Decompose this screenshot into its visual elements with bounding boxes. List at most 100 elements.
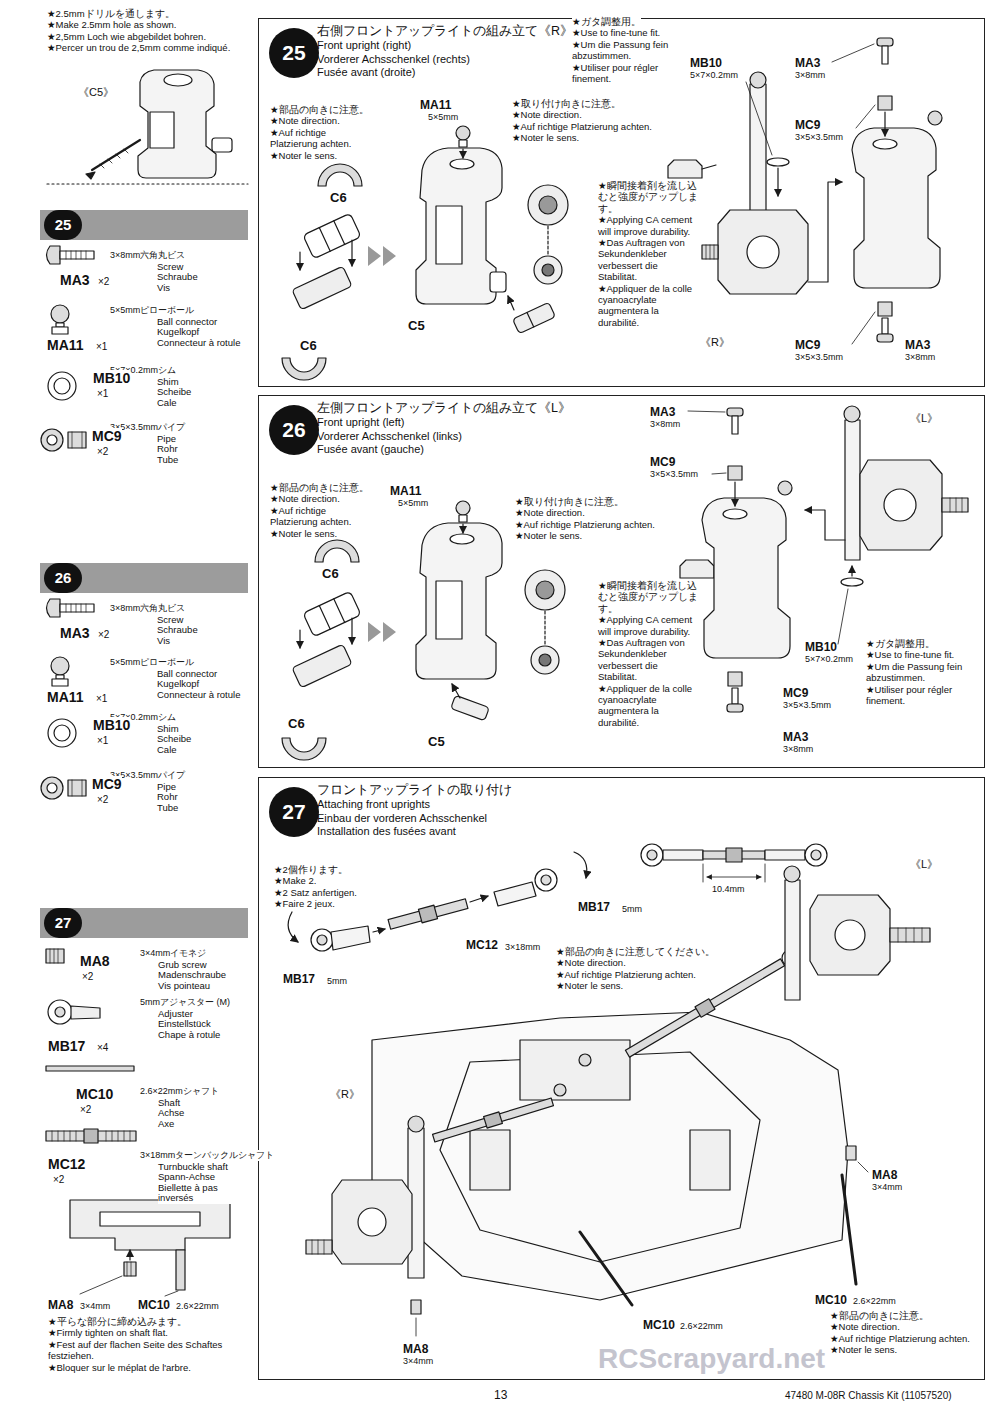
part-name: Scheibe: [157, 734, 191, 744]
part-size: 3×8mm: [650, 419, 680, 430]
note-text: ★Um die Passung fein abzustimmen.: [572, 39, 684, 62]
part-code: MA8: [80, 953, 110, 970]
part-size: 3×18mm: [505, 942, 540, 953]
part-name: Grub screw: [158, 960, 207, 970]
part-spec: 3×18mmターンバックルシャフト: [140, 1150, 274, 1161]
note-text: ★Faire 2 jeux.: [274, 898, 335, 909]
part-size: 5×5mm: [428, 112, 458, 123]
parts-list-bar: 26: [40, 563, 248, 593]
note-text: ★瞬間接着剤を流し込むと強度がアップします。: [598, 580, 698, 614]
part-size: 3×8mm: [905, 352, 935, 363]
part-name: Vis: [157, 283, 170, 293]
step-number: 26: [269, 405, 319, 455]
part-spec: 3×8mm六角丸ビス: [110, 250, 185, 261]
note-text: ★Applying CA cement will improve durabil…: [598, 214, 698, 237]
part-code: MA3: [783, 730, 808, 744]
part-name: Screw: [157, 262, 183, 272]
watermark: RCScrapyard.net: [598, 1342, 825, 1376]
note-text: ★Noter le sens.: [556, 980, 623, 991]
note-text: ★Use to fine-tune fit.: [572, 27, 660, 38]
part-label: 《L》: [910, 858, 938, 871]
part-size: 3×4mm: [403, 1356, 433, 1367]
quantity: ×2: [82, 971, 93, 983]
step-heading: Front upright (left): [317, 416, 571, 430]
step-number: 25: [269, 28, 319, 78]
part-spec: 3×8mm六角丸ビス: [110, 603, 185, 614]
note-text: ★Bloquer sur le méplat de l'arbre.: [48, 1362, 191, 1373]
part-name: Schraube: [157, 625, 198, 635]
part-name: Kugelkopf: [157, 327, 199, 337]
part-name: Tube: [157, 803, 178, 813]
step-number: 27: [269, 787, 319, 837]
part-code: MA3: [795, 56, 820, 70]
part-code: MB10: [93, 370, 130, 387]
note-text: ★Auf richtige Platzierung achten.: [556, 969, 696, 980]
note-text: ★Make 2.5mm hole as shown.: [47, 19, 176, 30]
quantity: ×2: [53, 1174, 64, 1186]
kit-code: 47480 M-08R Chassis Kit (11057520): [785, 1390, 952, 1402]
note-text: ★Utiliser pour régler finement.: [572, 62, 684, 85]
part-name: Scheibe: [157, 387, 191, 397]
part-code: MC9: [795, 118, 820, 132]
step-heading: 右側フロントアップライトの組み立て《R》: [317, 24, 573, 39]
dimension: 10.4mm: [712, 884, 745, 895]
part-code: MC10: [643, 1318, 675, 1332]
step-heading: フロントアップライトの取り付け: [317, 783, 512, 798]
part-size: 3×8mm: [783, 744, 813, 755]
part-size: 3×5×3.5mm: [783, 700, 831, 711]
part-code: MC12: [48, 1156, 85, 1173]
part-name: Ball connector: [157, 669, 217, 679]
part-code: C6: [288, 716, 305, 732]
quantity: ×4: [97, 1042, 108, 1054]
note-text: ★Noter le sens.: [270, 528, 337, 539]
step-heading: Vorderer Achsschenkel (links): [317, 430, 571, 444]
part-code: MA11: [390, 484, 421, 498]
step-panel: フロントアップライトの取り付けAttaching front uprightsE…: [258, 777, 985, 1380]
part-label: 《R》: [330, 1088, 360, 1101]
note-text: ★Noter le sens.: [512, 132, 579, 143]
part-name: Rohr: [157, 444, 178, 454]
part-code: MA11: [47, 337, 84, 354]
note-text: ★Um die Passung fein abzustimmen.: [866, 661, 978, 684]
step-heading: Installation des fusées avant: [317, 825, 512, 839]
part-code: MC10: [138, 1298, 170, 1312]
part-code: C6: [330, 190, 347, 206]
note-text: ★ガタ調整用。: [866, 638, 935, 649]
note-text: ★部品の向きに注意。: [830, 1310, 929, 1321]
quantity: ×1: [96, 693, 107, 705]
parts-list-bar: 25: [40, 210, 248, 240]
note-text: ★Note direction.: [270, 493, 340, 504]
note-text: ★Make 2.: [274, 875, 316, 886]
part-name: Rohr: [157, 792, 178, 802]
note-text: ★Noter le sens.: [830, 1344, 897, 1355]
note-text: ★Auf richtige Platzierung achten.: [270, 127, 370, 150]
note-text: ★2個作ります。: [274, 864, 348, 875]
part-code: MA3: [60, 272, 90, 289]
part-name: Tube: [157, 455, 178, 465]
part-size: 3×5×3.5mm: [795, 352, 843, 363]
part-size: 5×5mm: [398, 498, 428, 509]
part-label: 《R》: [700, 336, 730, 349]
part-code: MC9: [783, 686, 808, 700]
part-code: C6: [300, 338, 317, 354]
part-name: Kugelkopf: [157, 679, 199, 689]
note-text: ★Use to fine-tune fit.: [866, 649, 954, 660]
note-text: ★ガタ調整用。: [572, 16, 641, 27]
note-text: ★取り付け向きに注意。: [515, 496, 624, 507]
part-spec: 5mmアジャスター (M): [140, 997, 230, 1008]
note-text: ★部品の向きに注意してください。: [556, 946, 715, 957]
part-name: Screw: [157, 615, 183, 625]
note-text: ★Firmly tighten on shaft flat.: [48, 1327, 168, 1338]
part-name: Cale: [157, 745, 177, 755]
note-text: ★瞬間接着剤を流し込むと強度がアップします。: [598, 180, 698, 214]
part-name: Chape à rotule: [158, 1030, 220, 1040]
step-heading: Einbau der vorderen Achsschenkel: [317, 812, 512, 826]
part-code: MC10: [815, 1293, 847, 1307]
part-name: Einstellstück: [158, 1019, 211, 1029]
part-code: MA11: [420, 98, 451, 112]
note-text: ★平らな部分に締め込みます。: [48, 1316, 187, 1327]
part-code: C6: [322, 566, 339, 582]
note-text: ★Note direction.: [270, 115, 340, 126]
part-code: MC10: [76, 1086, 113, 1103]
note-text: ★Das Auftragen von Sekundenkleber verbes…: [598, 237, 698, 283]
